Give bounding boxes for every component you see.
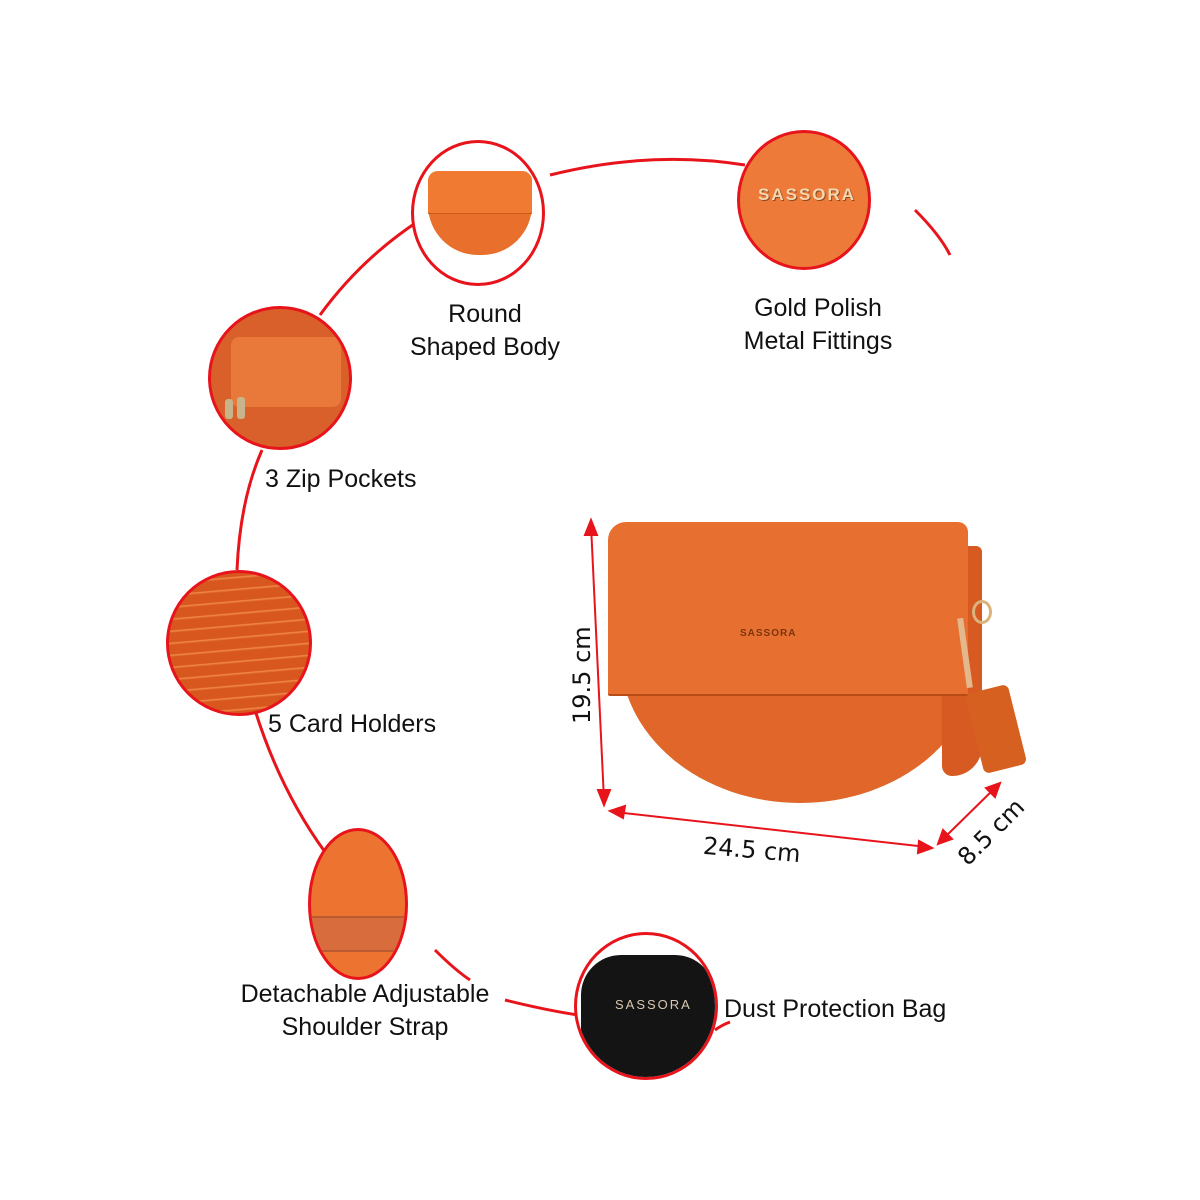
d-ring-icon: [972, 600, 992, 624]
dust-bag-logo: SASSORA: [615, 997, 692, 1012]
feature-image-dust-bag: SASSORA: [574, 932, 718, 1080]
feature-label-zip-pockets: 3 Zip Pockets: [265, 465, 417, 493]
bag-flap: [608, 522, 968, 696]
feature-image-zip-pockets: [208, 306, 352, 450]
zipper-pull-icon: [225, 399, 233, 419]
dust-bag: [581, 955, 715, 1077]
feature-image-gold-fittings: SASSORA: [737, 130, 871, 270]
pocket-interior: [231, 337, 341, 407]
feature-image-card-holders: [166, 570, 312, 716]
feature-label-round-body: Round Shaped Body: [409, 300, 561, 361]
feature-label-card-holders: 5 Card Holders: [268, 710, 437, 738]
feature-label-dust-bag: Dust Protection Bag: [724, 995, 947, 1023]
dimension-height: 19.5 cm: [568, 626, 596, 724]
feature-label-shoulder-strap: Detachable Adjustable Shoulder Strap: [240, 980, 490, 1041]
product-image: SASSORA: [608, 518, 1042, 848]
feature-image-shoulder-strap: [308, 828, 408, 980]
strap: [311, 916, 405, 952]
zipper-pull-icon: [237, 397, 245, 419]
feature-label-gold-fittings: Gold Polish Metal Fittings: [743, 294, 893, 355]
bag-flap: [428, 171, 532, 214]
feature-image-round-body: [411, 140, 545, 286]
brand-logo: SASSORA: [758, 185, 857, 204]
bag-brand-plate: SASSORA: [740, 628, 797, 639]
